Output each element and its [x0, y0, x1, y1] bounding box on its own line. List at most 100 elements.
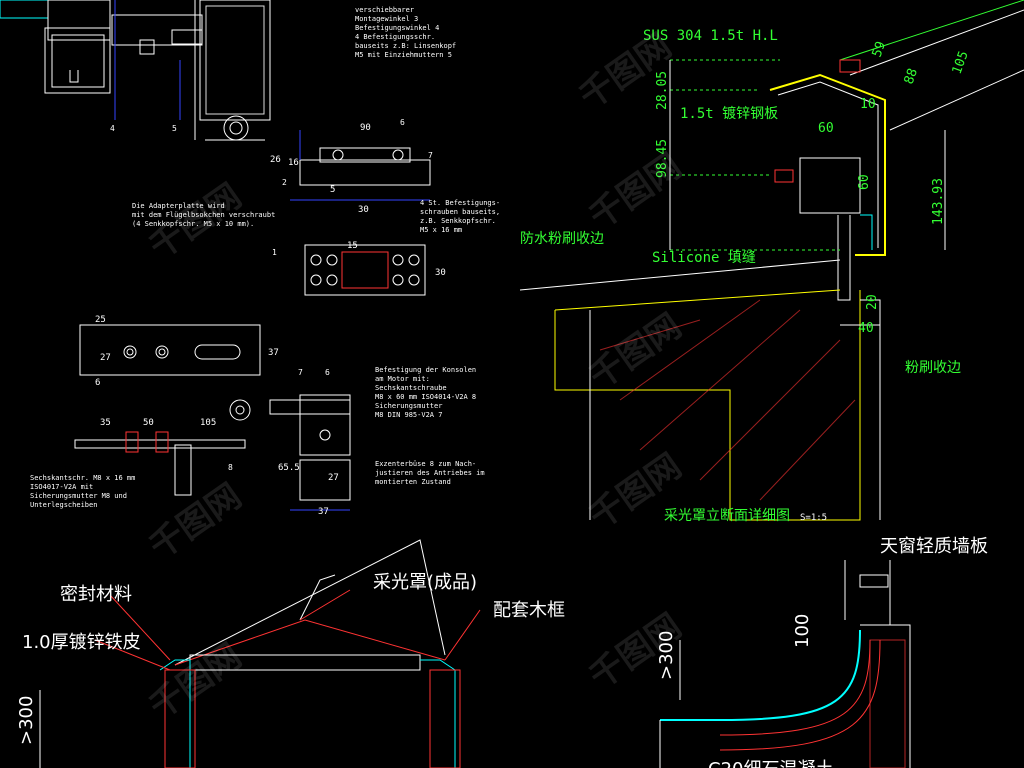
svg-text:Sechskantschraube: Sechskantschraube — [375, 384, 447, 392]
waterproof-label: 防水粉刷收边 — [520, 231, 604, 247]
section-caption: 采光罩立断面详细图 — [664, 508, 790, 524]
svg-text:10: 10 — [860, 97, 876, 112]
motor-hinge-detail — [0, 0, 271, 141]
callout-5: 5 — [172, 124, 177, 133]
adapter-dims: 90 26 16 5 30 15 30 6 7 2 1 — [270, 118, 446, 278]
svg-text:30: 30 — [358, 205, 369, 215]
callout-4: 4 — [110, 124, 115, 133]
frame-label: 配套木框 — [493, 600, 565, 621]
svg-text:16: 16 — [288, 158, 299, 168]
adapter-plate-detail — [290, 130, 431, 296]
svg-text:28.05: 28.05 — [655, 71, 670, 110]
svg-text:4 Befestigungsschr.: 4 Befestigungsschr. — [355, 33, 435, 41]
svg-text:Die Adapterplatte wird: Die Adapterplatte wird — [132, 202, 225, 210]
bracket-dims: 25 27 37 6 35 50 105 8 — [95, 315, 279, 472]
svg-text:26: 26 — [270, 155, 281, 165]
svg-text:M8 DIN 985-V2A 7: M8 DIN 985-V2A 7 — [375, 411, 442, 419]
svg-text:ISO4017-V2A mit: ISO4017-V2A mit — [30, 483, 93, 491]
svg-text:6: 6 — [95, 378, 100, 388]
svg-text:M5 x 16 mm: M5 x 16 mm — [420, 226, 462, 234]
bracket-plate — [74, 324, 261, 496]
sechskant-notes: Sechskantschr. M8 x 16 mm ISO4017-V2A mi… — [30, 474, 135, 509]
right-300-dim: >300 — [656, 631, 677, 680]
svg-text:40: 40 — [858, 321, 874, 336]
svg-text:60: 60 — [818, 121, 834, 136]
adapter-notes: Die Adapterplatte wird mit dem Flügelbso… — [132, 199, 500, 234]
svg-text:30: 30 — [435, 268, 446, 278]
left-300-dim: >300 — [16, 696, 37, 745]
seal-label: 密封材料 — [60, 584, 132, 605]
svg-text:千图网: 千图网 — [142, 476, 248, 567]
svg-text:15: 15 — [347, 241, 358, 251]
svg-text:5: 5 — [330, 185, 335, 195]
svg-text:M5 mit Einziehmuttern 5: M5 mit Einziehmuttern 5 — [355, 51, 452, 59]
svg-text:7: 7 — [298, 368, 303, 377]
d100-dim: 100 — [792, 614, 813, 648]
console-notes: Befestigung der Konsolen am Motor mit: S… — [375, 366, 485, 486]
svg-text:am Motor mit:: am Motor mit: — [375, 375, 430, 383]
skylight-labels: SUS 304 1.5t H.L 1.5t 镀锌钢板 防水粉刷收边 Silico… — [520, 28, 972, 524]
svg-text:Sicherungsmutter M8 und: Sicherungsmutter M8 und — [30, 492, 127, 500]
sheet-label: 1.0厚镀锌铁皮 — [22, 632, 141, 653]
silicone-label: Silicone 填缝 — [652, 250, 756, 266]
svg-text:20: 20 — [865, 294, 880, 310]
svg-text:65.5: 65.5 — [278, 463, 300, 473]
svg-text:98.45: 98.45 — [655, 139, 670, 178]
svg-text:50: 50 — [143, 418, 154, 428]
wall-junction — [659, 560, 911, 768]
svg-text:Exzenterbüse 8 zum Nach-: Exzenterbüse 8 zum Nach- — [375, 460, 476, 468]
plaster-label: 粉刷收边 — [905, 360, 961, 376]
cover-section — [39, 539, 481, 768]
galv-label: 1.5t 镀锌钢板 — [680, 105, 778, 122]
svg-text:verschiebbarer: verschiebbarer — [355, 6, 414, 14]
svg-text:27: 27 — [328, 473, 339, 483]
svg-text:M8 x 60 mm ISO4014-V2A 8: M8 x 60 mm ISO4014-V2A 8 — [375, 393, 476, 401]
concrete-label: C20细石混凝土 — [708, 759, 833, 768]
cover-labels: 密封材料 1.0厚镀锌铁皮 采光罩(成品) 配套木框 >300 — [16, 572, 565, 745]
svg-text:Sechskantschr. M8 x 16 mm: Sechskantschr. M8 x 16 mm — [30, 474, 135, 482]
wall-label: 天窗轻质墙板 — [880, 536, 988, 557]
svg-text:千图网: 千图网 — [582, 146, 688, 237]
wall-labels: 天窗轻质墙板 C20细石混凝土 100 >300 — [656, 536, 988, 768]
svg-text:千图网: 千图网 — [582, 306, 688, 397]
svg-text:37: 37 — [318, 507, 329, 517]
svg-text:z.B. Senkkopfschr.: z.B. Senkkopfschr. — [420, 217, 496, 225]
svg-text:35: 35 — [100, 418, 111, 428]
svg-text:Befestigung der Konsolen: Befestigung der Konsolen — [375, 366, 476, 374]
svg-text:mit dem Flügelbsokchen verschr: mit dem Flügelbsokchen verschraubt — [132, 211, 275, 219]
sus-label: SUS 304 1.5t H.L — [643, 28, 778, 44]
scale-label: S=1:5 — [800, 513, 827, 523]
svg-text:59: 59 — [870, 40, 889, 60]
svg-text:143.93: 143.93 — [931, 178, 946, 225]
svg-text:6: 6 — [400, 118, 405, 127]
svg-text:105: 105 — [200, 418, 216, 428]
svg-text:bauseits z.B: Linsenkopf: bauseits z.B: Linsenkopf — [355, 42, 456, 50]
svg-text:90: 90 — [360, 123, 371, 133]
svg-text:(4 Senkkopfschr. M5 x 10 mm).: (4 Senkkopfschr. M5 x 10 mm). — [132, 220, 254, 228]
svg-text:justieren des Antriebes im: justieren des Antriebes im — [375, 469, 485, 477]
svg-text:37: 37 — [268, 348, 279, 358]
skylight-section — [519, 0, 1024, 521]
svg-text:7: 7 — [428, 151, 433, 160]
svg-text:1: 1 — [272, 248, 277, 257]
svg-text:27: 27 — [100, 353, 111, 363]
console-detail — [269, 394, 351, 511]
svg-text:2: 2 — [282, 178, 287, 187]
svg-text:88: 88 — [902, 67, 921, 87]
svg-text:Sicherungsmutter: Sicherungsmutter — [375, 402, 442, 410]
svg-text:25: 25 — [95, 315, 106, 325]
svg-text:montierten Zustand: montierten Zustand — [375, 478, 451, 486]
svg-text:105: 105 — [950, 49, 972, 76]
svg-text:6: 6 — [325, 368, 330, 377]
svg-text:Montagewinkel 3: Montagewinkel 3 — [355, 15, 418, 23]
svg-text:Unterlegscheiben: Unterlegscheiben — [30, 501, 97, 509]
svg-text:Befestigungswinkel 4: Befestigungswinkel 4 — [355, 24, 439, 32]
cover-label: 采光罩(成品) — [373, 572, 477, 593]
svg-text:4 St. Befestigungs-: 4 St. Befestigungs- — [420, 199, 500, 207]
console-dims: 7 6 27 37 65.5 — [278, 368, 339, 517]
svg-text:60: 60 — [857, 174, 872, 190]
top-notes: verschiebbarer Montagewinkel 3 Befestigu… — [355, 6, 456, 59]
svg-text:8: 8 — [228, 463, 233, 472]
svg-text:schrauben bauseits,: schrauben bauseits, — [420, 208, 500, 216]
